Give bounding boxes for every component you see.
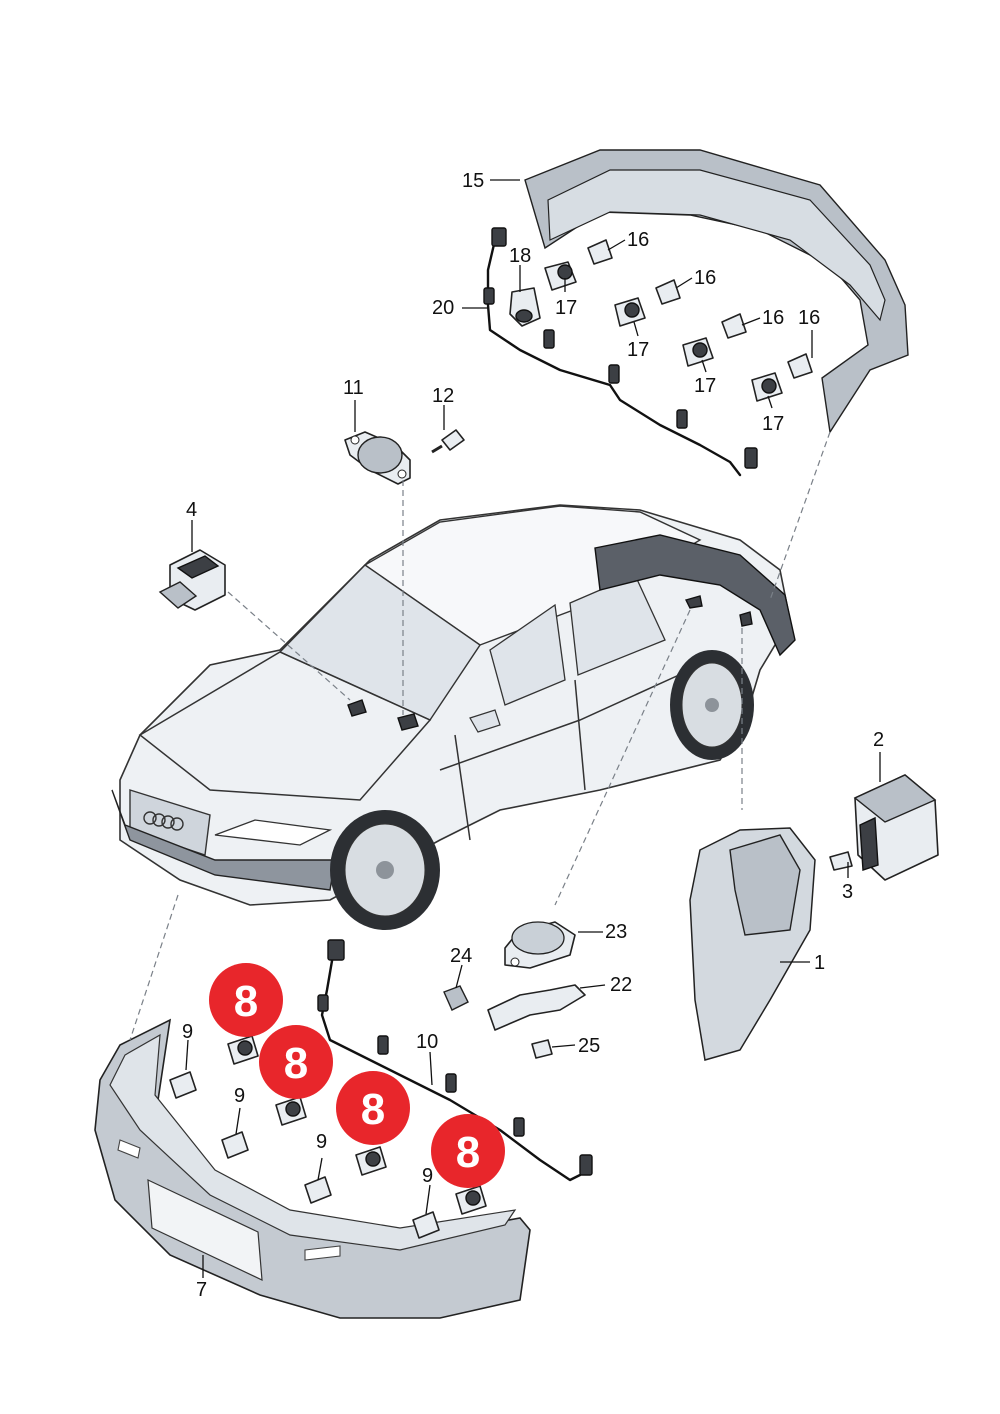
rear-wiring-harness (483, 227, 758, 477)
badge-8-3[interactable]: 8 (336, 1071, 410, 1145)
callout-24: 24 (450, 945, 472, 967)
rear-buzzer (504, 921, 576, 969)
callout-9: 9 (422, 1165, 433, 1187)
connector-housing (509, 287, 541, 327)
callout-11: 11 (343, 377, 364, 399)
control-unit (853, 774, 939, 881)
callout-3: 3 (842, 881, 853, 903)
front-wiring-harness (317, 939, 593, 1182)
assembly-lines (129, 431, 831, 1041)
badge-8-1[interactable]: 8 (209, 963, 283, 1037)
callout-17: 17 (694, 375, 716, 397)
callout-25: 25 (578, 1035, 600, 1057)
callout-4: 4 (186, 499, 197, 521)
callout-1: 1 (814, 952, 825, 974)
callout-10: 10 (416, 1031, 438, 1053)
audi-rings (143, 811, 184, 831)
callout-7: 7 (196, 1279, 207, 1301)
rear-wheel (670, 650, 754, 760)
callout-16: 16 (762, 307, 784, 329)
badge-8-label: 8 (234, 977, 258, 1026)
callout-17: 17 (627, 339, 649, 361)
callout-16: 16 (694, 267, 716, 289)
rear-parking-sensors (544, 261, 783, 402)
leader-lines (185, 179, 881, 1278)
buzzer-bracket (487, 984, 586, 1031)
callout-17: 17 (762, 413, 784, 435)
callout-20: 20 (432, 297, 454, 319)
callout-15: 15 (462, 170, 484, 192)
mounting-screw (431, 429, 465, 454)
sensor-retainers (587, 239, 813, 379)
car-body (111, 504, 796, 930)
badge-8-2[interactable]: 8 (259, 1025, 333, 1099)
front-wheel (330, 810, 440, 930)
sensor-clips (169, 1071, 440, 1239)
callout-12: 12 (432, 385, 454, 407)
rear-bumper-cover (524, 149, 909, 434)
badge-8-4[interactable]: 8 (431, 1114, 505, 1188)
front-bumper-cover (94, 1018, 531, 1319)
warning-buzzer (344, 431, 411, 485)
callout-labels: 15 16 16 16 16 18 17 17 17 17 20 11 12 4… (182, 170, 884, 1301)
callout-9: 9 (234, 1085, 245, 1107)
callout-17: 17 (555, 297, 577, 319)
callout-18: 18 (509, 245, 531, 267)
callout-9: 9 (182, 1021, 193, 1043)
callout-9: 9 (316, 1131, 327, 1153)
clip (443, 985, 469, 1011)
callout-16: 16 (627, 229, 649, 251)
callout-23: 23 (605, 921, 627, 943)
callout-16: 16 (798, 307, 820, 329)
callout-22: 22 (610, 974, 632, 996)
highlight-badges: 8 8 8 8 (209, 963, 505, 1188)
badge-8-label: 8 (456, 1128, 480, 1177)
parking-aid-switch (158, 549, 226, 611)
screw (531, 1039, 553, 1059)
mounting-bracket (689, 827, 816, 1061)
bolt (829, 851, 853, 871)
callout-2: 2 (873, 729, 884, 751)
badge-8-label: 8 (284, 1039, 308, 1088)
front-parking-sensors (227, 1035, 487, 1215)
badge-8-label: 8 (361, 1085, 385, 1134)
